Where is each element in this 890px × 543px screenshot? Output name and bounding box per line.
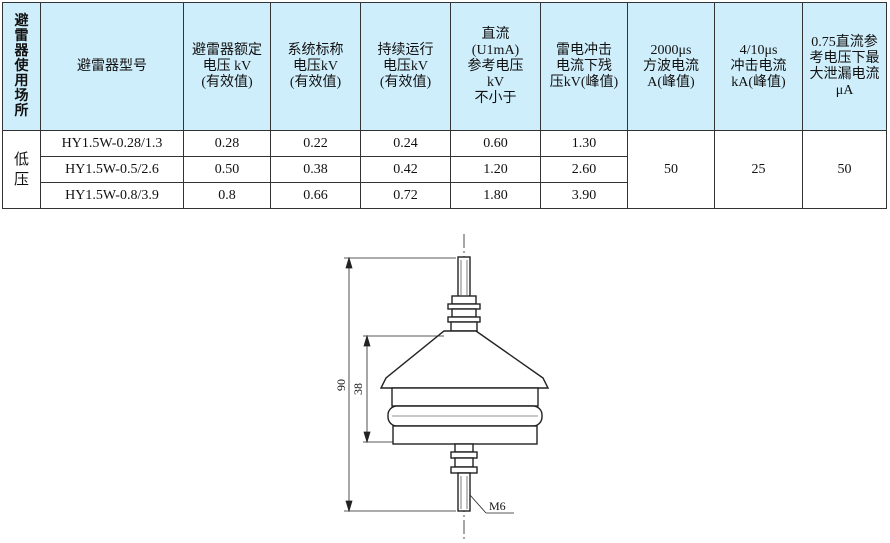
dc-reference-voltage-cell: 1.80 xyxy=(450,182,541,209)
bottom-nut xyxy=(450,443,478,474)
header-residual-voltage: 雷电冲击 电流下残 压kV(峰值) xyxy=(540,2,628,131)
header-system-voltage: 系统标称 电压kV (有效值) xyxy=(270,2,361,131)
dim-overall xyxy=(344,256,456,513)
cone-body xyxy=(379,330,550,389)
system-voltage-cell: 0.38 xyxy=(270,156,361,183)
header-continuous-voltage: 持续运行 电压kV (有效值) xyxy=(360,2,451,131)
rated-voltage-cell: 0.50 xyxy=(183,156,271,183)
header-rated-voltage: 避雷器额定 电压 kV (有效值) xyxy=(183,2,271,131)
spec-table: 避 雷 器 使 用 场 所 避雷器型号 避雷器额定 电压 kV (有效值) 系统… xyxy=(2,2,887,209)
continuous-voltage-cell: 0.72 xyxy=(360,182,451,209)
residual-voltage-cell: 3.90 xyxy=(540,182,628,209)
dim-body-label: 38 xyxy=(351,383,365,395)
dim-overall-label: 90 xyxy=(334,379,348,391)
leakage-current-cell: 50 xyxy=(802,130,887,209)
top-stud xyxy=(457,256,471,298)
thread-leader xyxy=(469,494,514,514)
thread-label: M6 xyxy=(489,499,506,513)
system-voltage-cell: 0.66 xyxy=(270,182,361,209)
dc-reference-voltage-cell: 0.60 xyxy=(450,130,541,157)
table-row: HY1.5W-0.5/2.6 0.50 0.38 0.42 1.20 2.60 xyxy=(3,156,887,183)
base-cylinder xyxy=(387,387,543,445)
residual-voltage-cell: 1.30 xyxy=(540,130,628,157)
header-square-wave-current: 2000μs 方波电流 A(峰值) xyxy=(627,2,715,131)
bottom-stud xyxy=(457,472,471,512)
impulse-current-cell: 25 xyxy=(714,130,803,209)
table-row: 低 压 HY1.5W-0.28/1.3 0.28 0.22 0.24 0.60 … xyxy=(2,130,887,209)
header-impulse-current: 4/10μs 冲击电流 kA(峰值) xyxy=(714,2,803,131)
dim-body xyxy=(363,334,444,444)
model-cell: HY1.5W-0.8/3.9 xyxy=(40,182,184,209)
top-nut xyxy=(447,295,481,332)
header-usage: 避 雷 器 使 用 场 所 xyxy=(2,2,41,131)
rated-voltage-cell: 0.8 xyxy=(183,182,271,209)
continuous-voltage-cell: 0.24 xyxy=(360,130,451,157)
table-row: HY1.5W-0.8/3.9 0.8 0.66 0.72 1.80 3.90 xyxy=(3,182,887,209)
